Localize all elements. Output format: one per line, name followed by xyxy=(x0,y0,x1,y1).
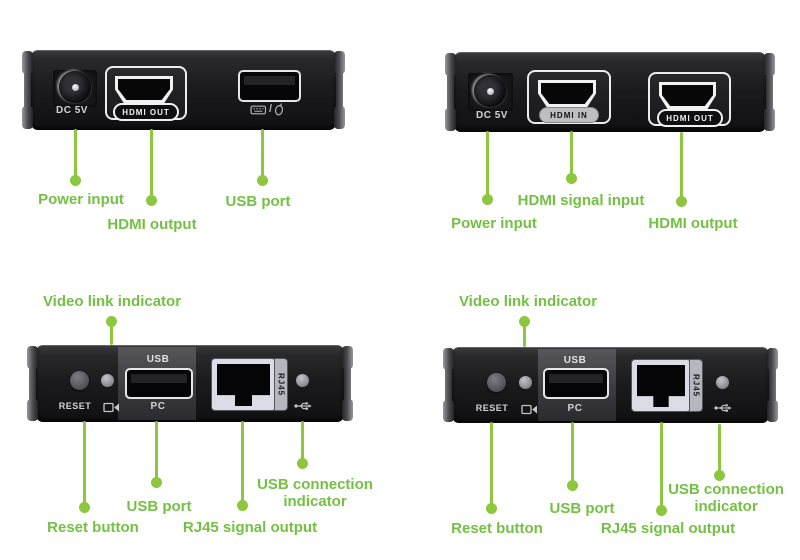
device-left-edge xyxy=(443,348,454,422)
usb-tongue xyxy=(244,76,295,85)
annotation-power-input: Power input xyxy=(38,191,124,208)
leader-hdmi-output xyxy=(676,132,687,207)
dc-pin xyxy=(486,87,494,95)
device-right-edge xyxy=(767,348,778,422)
usb-connection-led xyxy=(716,376,729,389)
dc-power-jack xyxy=(53,70,97,107)
annotation-hdmi-output: HDMI output xyxy=(648,215,738,232)
usb-device-icons: / xyxy=(236,102,298,116)
keyboard-icon xyxy=(250,105,267,114)
annotation-usb-connection-line1: USB connection xyxy=(668,481,784,498)
device-right-edge xyxy=(764,53,775,131)
leader-usb-connection-indicator xyxy=(714,424,725,481)
reset-label: RESET xyxy=(475,403,509,413)
annotation-usb-port: USB port xyxy=(225,193,291,210)
device-left-edge xyxy=(22,51,33,129)
usb-a-port xyxy=(125,368,193,399)
annotation-hdmi-signal-input: HDMI signal input xyxy=(517,192,645,209)
leader-rj45-signal-output xyxy=(237,421,248,511)
leader-usb-port xyxy=(567,422,578,491)
annotation-usb-port: USB port xyxy=(126,498,192,515)
usb-a-port xyxy=(238,70,301,102)
usb-trident-icon xyxy=(714,404,732,412)
annotation-usb-connection-line1: USB connection xyxy=(257,476,373,493)
annotation-video-link-indicator: Video link indicator xyxy=(458,293,598,310)
video-link-led xyxy=(101,374,114,387)
annotation-usb-port: USB port xyxy=(549,500,615,517)
usb-tongue xyxy=(131,374,187,383)
usb-connection-led xyxy=(296,374,309,387)
device-left-edge xyxy=(445,53,456,131)
rj45-cavity xyxy=(217,364,270,406)
video-link-led xyxy=(519,376,532,389)
rj45-port xyxy=(212,359,275,410)
dc-5v-label: DC 5V xyxy=(476,110,508,121)
leader-reset-button xyxy=(486,422,497,514)
leader-rj45-signal-output xyxy=(656,422,667,516)
annotation-hdmi-output: HDMI output xyxy=(107,216,197,233)
reset-label: RESET xyxy=(58,401,92,411)
video-camera-icon xyxy=(521,404,537,415)
dc-power-jack xyxy=(468,73,513,111)
rj45-cavity xyxy=(637,365,685,407)
usb-trident-icon xyxy=(294,402,312,410)
leader-power-input xyxy=(70,129,81,186)
device-right-edge xyxy=(342,346,353,421)
leader-video-link-indicator xyxy=(519,316,530,347)
annotation-video-link-indicator: Video link indicator xyxy=(42,293,182,310)
icon-separator: / xyxy=(268,102,273,115)
annotation-power-input: Power input xyxy=(451,215,537,232)
video-camera-icon xyxy=(103,402,119,413)
pc-label: PC xyxy=(567,403,583,414)
hdmi-out-badge: HDMI OUT xyxy=(657,109,723,127)
hdmi-out-port xyxy=(105,66,187,120)
mouse-icon xyxy=(274,102,284,115)
hdmi-in-port xyxy=(527,70,611,124)
dc-pin xyxy=(71,83,79,91)
pc-label: PC xyxy=(150,401,166,412)
annotation-usb-connection-line2: indicator xyxy=(283,493,347,510)
hdmi-out-port xyxy=(648,72,731,126)
leader-reset-button xyxy=(79,421,90,513)
usb-a-port xyxy=(543,368,609,399)
rj45-port xyxy=(632,360,690,411)
annotation-rj45-signal-output: RJ45 signal output xyxy=(182,519,318,536)
rj45-badge: RJ45 xyxy=(690,360,702,411)
leader-usb-connection-indicator xyxy=(297,421,308,469)
usb-tongue xyxy=(549,374,603,383)
leader-hdmi-output xyxy=(146,129,157,206)
hdmi-in-badge: HDMI IN xyxy=(539,107,599,123)
leader-video-link-indicator xyxy=(106,316,117,345)
device-top-left: DC 5V HDMI OUT / xyxy=(22,50,345,130)
reset-button[interactable] xyxy=(70,371,89,390)
rj45-badge: RJ45 xyxy=(275,359,287,410)
device-bottom-left: RESET USB PC RJ45 xyxy=(27,345,353,422)
device-bottom-right: RESET USB PC RJ45 xyxy=(443,347,778,423)
device-top-right: DC 5V HDMI IN HDMI OUT xyxy=(445,52,775,132)
annotation-reset-button: Reset button xyxy=(451,520,543,537)
reset-button[interactable] xyxy=(487,373,506,392)
annotation-usb-connection-line2: indicator xyxy=(694,498,758,515)
annotation-rj45-signal-output: RJ45 signal output xyxy=(600,520,736,537)
leader-power-input xyxy=(482,131,493,205)
usb-label: USB xyxy=(146,354,170,365)
leader-usb-port xyxy=(151,421,162,488)
hdmi-out-badge: HDMI OUT xyxy=(113,103,179,121)
annotation-reset-button: Reset button xyxy=(47,519,139,536)
dc-5v-label: DC 5V xyxy=(56,105,88,116)
device-right-edge xyxy=(334,51,345,129)
leader-hdmi-signal-input xyxy=(566,131,577,184)
leader-usb-port xyxy=(257,129,268,186)
device-left-edge xyxy=(27,346,38,421)
usb-label: USB xyxy=(563,355,587,366)
